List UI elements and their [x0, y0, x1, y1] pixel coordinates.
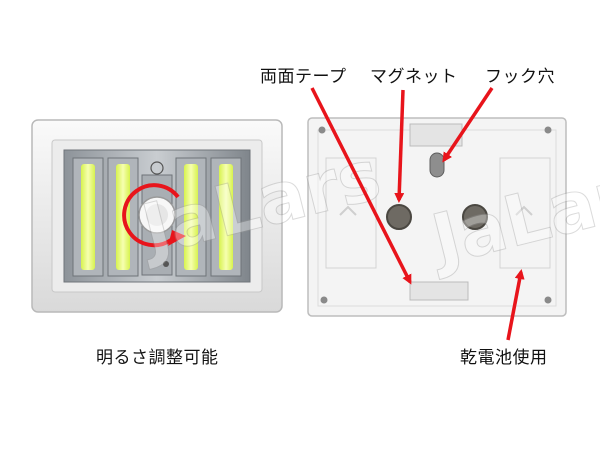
label-magnet: マグネット	[370, 67, 458, 87]
tape-strip-bottom	[409, 281, 469, 301]
hook-hole	[429, 152, 445, 178]
label-hook-hole: フック穴	[485, 67, 555, 87]
magnet-right	[462, 204, 488, 230]
rotation-arrow	[122, 183, 180, 248]
arrow-hook-hole	[442, 87, 494, 163]
arrow-magnet	[394, 89, 405, 203]
back-panel-view	[307, 117, 567, 317]
pointer-arrows	[310, 87, 525, 341]
arrow-battery	[506, 269, 525, 341]
arrow-double-tape	[310, 87, 412, 285]
dimmer-knob	[138, 161, 176, 276]
led-bars	[72, 157, 242, 277]
label-brightness: 明るさ調整可能	[96, 348, 219, 368]
label-double-tape: 両面テープ	[260, 67, 347, 87]
label-battery: 乾電池使用	[460, 348, 548, 368]
rotation-arrowhead	[168, 230, 186, 246]
magnet-left	[386, 204, 412, 230]
front-light-view	[31, 119, 283, 313]
